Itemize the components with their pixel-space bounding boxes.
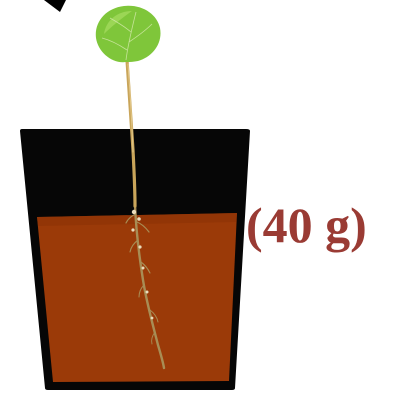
root-branch (151, 331, 156, 345)
root-branch (125, 213, 137, 224)
root-branch (140, 261, 151, 274)
root-branch (136, 221, 150, 233)
roots (125, 203, 166, 370)
main-root (133, 203, 166, 370)
leaf-veins (101, 11, 153, 61)
root-branch (149, 309, 159, 323)
leaf (95, 5, 161, 63)
stem-highlight (127, 63, 134, 153)
leaf-highlight (104, 11, 132, 34)
root-branch (129, 239, 139, 253)
mass-label: (40 g) (246, 197, 367, 253)
leaf-blade (95, 5, 161, 63)
root-branch (138, 284, 145, 298)
arrowhead-icon (44, 0, 66, 12)
root-nodules (131, 209, 154, 320)
soil (37, 213, 237, 382)
